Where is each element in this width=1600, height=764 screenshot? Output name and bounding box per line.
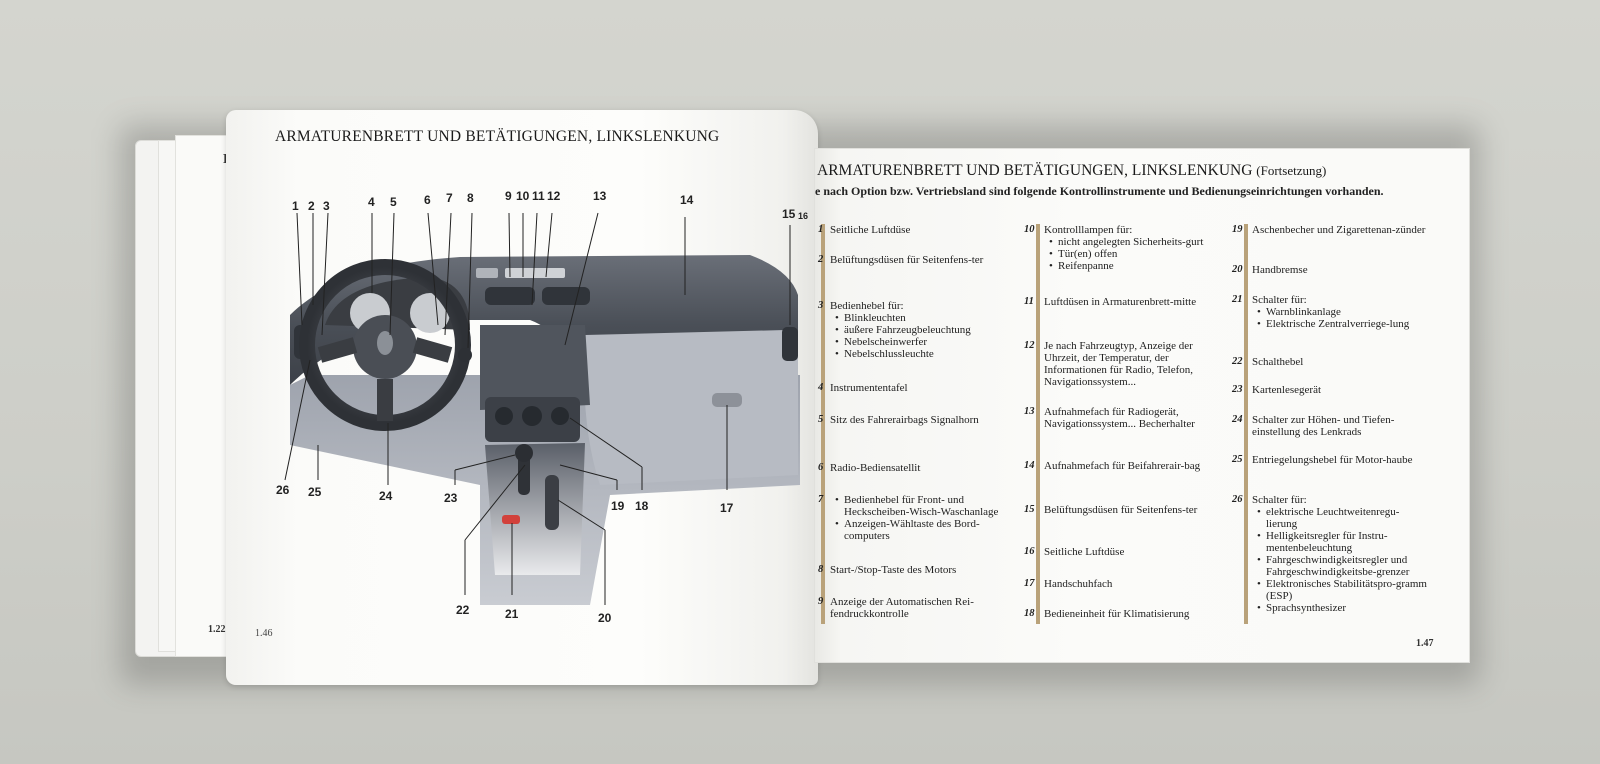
list-item: 15 Belüftungsdüsen für Seitenfens-ter [1024,504,1198,516]
list-item: 16 Seitliche Luftdüse [1024,546,1125,558]
callout-21: 21 [505,607,519,621]
list-item: 7 Bedienhebel für Front- und Heckscheibe… [818,494,1010,542]
callout-1: 1 [292,199,299,213]
callout-7: 7 [446,191,453,205]
right-page-title-suffix: (Fortsetzung) [1256,163,1327,178]
list-item: 13 Aufnahmefach für Radiogerät, Navigati… [1024,406,1195,430]
callout-17: 17 [720,501,734,515]
left-page-number: 1.46 [255,628,273,639]
column-rule [821,224,825,624]
callout-16: 16 [798,211,809,221]
list-item: 12 Je nach Fahrzeugtyp, Anzeige der Uhrz… [1024,340,1194,388]
list-item: 3 Bedienhebel für: Blinkleuchten äußere … [818,300,1020,360]
column-rule [1244,224,1248,624]
callout-20: 20 [598,611,612,625]
callout-4: 4 [368,195,375,209]
list-item: 23 Kartenlesegerät [1232,384,1322,396]
callout-24: 24 [379,489,393,503]
list-item: 21 Schalter für: Warnblinkanlage Elektri… [1232,294,1427,330]
callout-11: 11 [532,189,545,203]
column-rule [1036,224,1040,624]
callout-9: 9 [505,189,512,203]
list-item: 1 Seitliche Luftdüse [818,224,911,236]
list-item: 11 Luftdüsen in Armaturenbrett-mitte [1024,296,1197,308]
dashboard-diagram: 1 2 3 4 5 6 7 8 9 10 11 12 13 14 15 16 1… [276,185,820,645]
list-item: 2 Belüftungsdüsen für Seitenfens-ter [818,254,984,266]
list-item: 22 Schalthebel [1232,356,1304,368]
left-page-title: ARMATURENBRETT UND BETÄTIGUNGEN, LINKSLE… [275,128,720,145]
callout-6: 6 [424,193,431,207]
callout-26: 26 [276,483,290,497]
callout-25: 25 [308,485,322,499]
right-page-title: ARMATURENBRETT UND BETÄTIGUNGEN, LINKSLE… [817,162,1326,180]
list-item: 19 Aschenbecher und Zigarettenan-zünder [1232,224,1426,236]
list-item: 10 Kontrolllampen für: nicht angelegten … [1024,224,1209,272]
callout-10: 10 [516,189,530,203]
right-page-title-text: ARMATURENBRETT UND BETÄTIGUNGEN, LINKSLE… [817,162,1253,179]
list-item: 4 Instrumententafel [818,382,908,394]
list-item: 5 Sitz des Fahrerairbags Signalhorn [818,414,979,426]
callout-14: 14 [680,193,694,207]
list-item: 17 Handschuhfach [1024,578,1113,590]
callout-13: 13 [593,189,607,203]
list-item: 14 Aufnahmefach für Beifahrerair-bag [1024,460,1201,472]
right-page-number: 1.47 [1416,638,1434,649]
list-item: 18 Bedieneinheit für Klimatisierung [1024,608,1190,620]
list-item: 6 Radio-Bediensatellit [818,462,921,474]
under-page-number: 1.22 [208,624,226,635]
list-item: 24 Schalter zur Höhen- und Tiefen-einste… [1232,414,1395,438]
callout-23: 23 [444,491,458,505]
callout-3: 3 [323,199,330,213]
callout-8: 8 [467,191,474,205]
list-item: 8 Start-/Stop-Taste des Motors [818,564,957,576]
list-item: 26 Schalter für: elektrische Leuchtweite… [1232,494,1427,614]
callout-22: 22 [456,603,470,617]
callout-18: 18 [635,499,649,513]
list-item: 9 Anzeige der Automatischen Rei-fendruck… [818,596,974,620]
right-page-intro: e nach Option bzw. Vertriebsland sind fo… [815,184,1384,198]
dashboard-illustration [284,212,800,605]
callout-19: 19 [611,499,625,513]
callout-12: 12 [547,189,561,203]
list-item: 25 Entriegelungshebel für Motor-haube [1232,454,1413,466]
callout-5: 5 [390,195,397,209]
list-item: 20 Handbremse [1232,264,1308,276]
callout-2: 2 [308,199,315,213]
callout-15: 15 [782,207,796,221]
